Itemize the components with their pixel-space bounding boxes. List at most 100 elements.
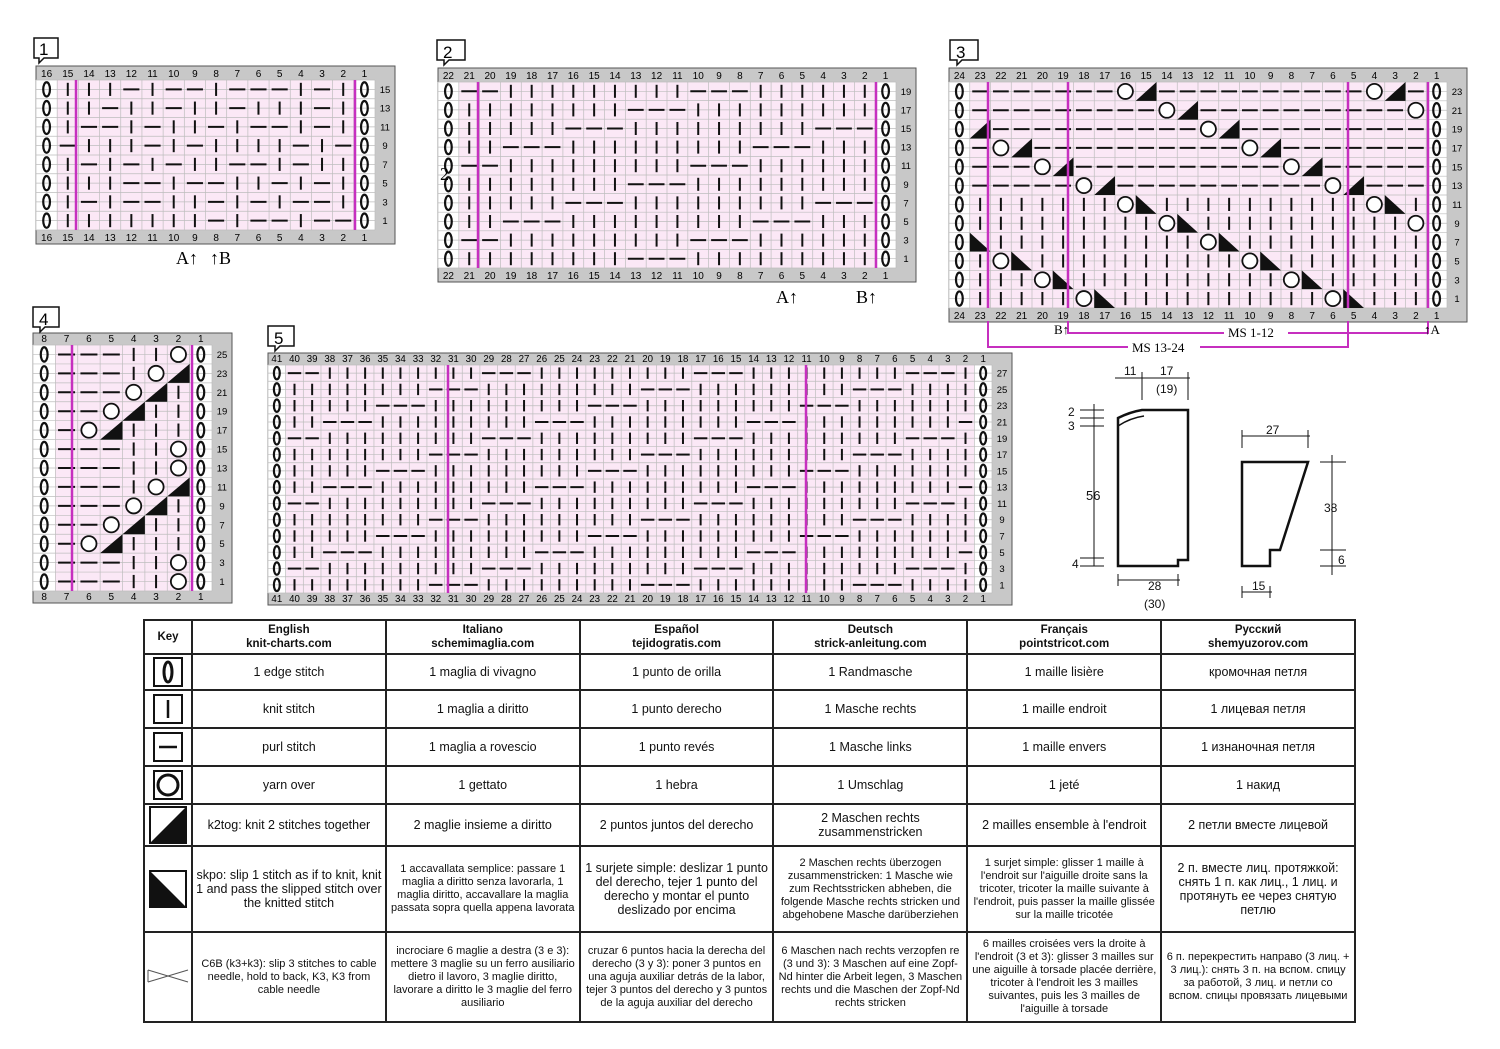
row-number: 17 bbox=[901, 105, 912, 116]
col-number: 19 bbox=[660, 354, 671, 365]
stitch-cell bbox=[969, 119, 991, 139]
stitch-cell bbox=[1135, 195, 1157, 214]
col-number: 23 bbox=[589, 354, 600, 365]
stitch-cell bbox=[443, 194, 453, 212]
row-number: 7 bbox=[219, 520, 224, 531]
row-number: 9 bbox=[382, 141, 387, 152]
stitch-cell bbox=[979, 447, 988, 462]
row-number: 21 bbox=[217, 388, 228, 399]
stitch-cell bbox=[1260, 251, 1281, 271]
stitch-cell bbox=[979, 398, 988, 414]
stitch-cell bbox=[1432, 120, 1442, 138]
stitch-cell bbox=[196, 459, 206, 477]
row-number: 23 bbox=[1452, 87, 1463, 98]
svg-text:3: 3 bbox=[956, 43, 965, 62]
col-number: 35 bbox=[377, 594, 388, 605]
sleeve-schematic: 27 38 6 15 bbox=[1240, 423, 1346, 598]
col-number: 5 bbox=[1351, 71, 1357, 82]
stitch-cell bbox=[272, 463, 281, 479]
stitch-cell bbox=[196, 497, 206, 515]
chart-2-repeat-b: B↑ bbox=[856, 287, 877, 307]
repeat-label-b: ↑B bbox=[210, 248, 231, 268]
row-number: 13 bbox=[997, 483, 1008, 494]
col-number: 8 bbox=[213, 233, 219, 244]
col-number: 11 bbox=[672, 271, 683, 282]
stitch-cell bbox=[881, 157, 891, 174]
stitch-cell bbox=[1011, 138, 1032, 158]
col-number: 8 bbox=[857, 354, 862, 365]
stitch-cell bbox=[1218, 232, 1240, 252]
stitch-cell bbox=[1432, 214, 1442, 232]
col-number: 20 bbox=[1037, 71, 1049, 82]
stitch-cell bbox=[1432, 290, 1442, 307]
row-number: 1 bbox=[999, 580, 1004, 591]
col-number: 8 bbox=[737, 271, 743, 282]
col-number: 22 bbox=[607, 594, 618, 605]
chart-1-tag: 1 bbox=[33, 37, 59, 65]
chart-3: 2424232322222121202019191818171716161515… bbox=[948, 67, 1468, 323]
col-number: 27 bbox=[519, 594, 530, 605]
row-number: 1 bbox=[382, 216, 387, 227]
stitch-cell bbox=[979, 382, 988, 397]
col-number: 20 bbox=[484, 71, 496, 82]
row-number: 5 bbox=[219, 539, 224, 550]
stitch-cell bbox=[80, 535, 98, 553]
col-number: 21 bbox=[464, 271, 476, 282]
col-number: 3 bbox=[945, 594, 950, 605]
col-number: 22 bbox=[995, 311, 1007, 322]
col-number: 11 bbox=[802, 354, 812, 365]
col-number: 11 bbox=[1224, 71, 1235, 82]
stitch-cell bbox=[42, 99, 52, 117]
stitch-cell bbox=[1116, 82, 1134, 100]
stitch-cell bbox=[979, 365, 988, 381]
stitch-cell bbox=[1199, 233, 1217, 251]
col-number: 2 bbox=[340, 233, 346, 244]
stitch-cell bbox=[169, 573, 187, 591]
stitch-cell bbox=[39, 554, 49, 571]
col-number: 11 bbox=[147, 233, 158, 244]
col-number: 4 bbox=[1372, 311, 1378, 322]
stitch-cell bbox=[100, 420, 123, 440]
stitch-cell bbox=[80, 421, 98, 439]
stitch-cell bbox=[954, 120, 964, 138]
stitch-cell bbox=[992, 139, 1010, 157]
col-number: 31 bbox=[448, 354, 459, 365]
col-number: 12 bbox=[784, 354, 795, 365]
stitch-cell bbox=[1158, 101, 1176, 119]
stitch-cell bbox=[443, 101, 453, 119]
legend-row-k2tog: k2tog: knit 2 stitches together 2 maglie… bbox=[143, 803, 1356, 847]
stitch-cell bbox=[167, 363, 190, 383]
col-number: 12 bbox=[126, 69, 138, 80]
stitch-cell bbox=[42, 193, 52, 211]
stitch-cell bbox=[954, 83, 964, 100]
stitch-cell bbox=[147, 478, 165, 496]
stitch-cell bbox=[39, 459, 49, 477]
col-number: 39 bbox=[307, 354, 318, 365]
edge-stitch-icon bbox=[143, 653, 193, 691]
stitch-cell bbox=[1432, 271, 1442, 289]
col-number: 15 bbox=[62, 69, 74, 80]
stitch-cell bbox=[1324, 177, 1342, 195]
stitch-cell bbox=[954, 252, 964, 270]
stitch-cell bbox=[979, 544, 988, 560]
front-schematic: 11 17 (19) 2 3 56 4 28 (30) bbox=[1068, 364, 1190, 611]
col-number: 36 bbox=[360, 354, 371, 365]
stitch-cell bbox=[954, 233, 964, 251]
legend-row-yarn-over: yarn over 1 gettato 1 hebra 1 Umschlag 1… bbox=[143, 765, 1356, 805]
stitch-cell bbox=[1135, 82, 1157, 101]
legend-row-knit-stitch: knit stitch 1 maglia a diritto 1 punto d… bbox=[143, 689, 1356, 729]
stitch-cell bbox=[881, 101, 891, 119]
col-number: 9 bbox=[1268, 71, 1274, 82]
stitch-cell bbox=[1282, 271, 1300, 289]
col-number: 21 bbox=[1016, 311, 1028, 322]
stitch-cell bbox=[1432, 196, 1442, 213]
col-number: 17 bbox=[695, 354, 706, 365]
stitch-cell bbox=[443, 120, 453, 137]
col-number: 8 bbox=[1289, 71, 1295, 82]
svg-text:2: 2 bbox=[1068, 405, 1075, 419]
col-number: 8 bbox=[41, 334, 47, 345]
col-number: 13 bbox=[1182, 311, 1194, 322]
col-number: 2 bbox=[862, 271, 868, 282]
col-number: 15 bbox=[731, 354, 742, 365]
